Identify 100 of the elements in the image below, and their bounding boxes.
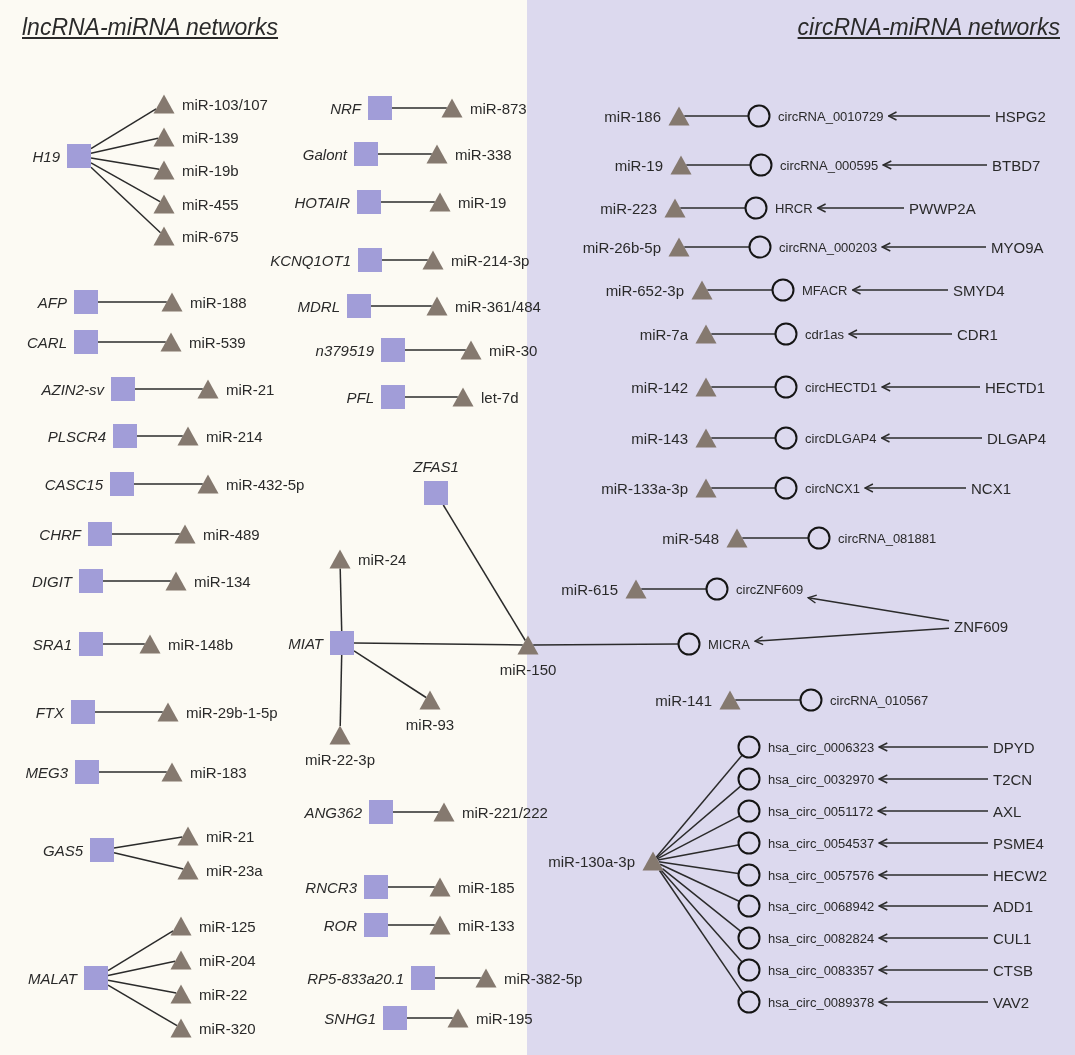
mirna-label: miR-652-3p (605, 281, 684, 299)
mirna-label: miR-361/484 (455, 297, 541, 315)
lncrna-label: RNCR3 (305, 878, 357, 896)
mirna-label: miR-139 (182, 128, 239, 146)
mirna-label: miR-23a (206, 861, 263, 879)
lncrna-label: HOTAIR (294, 193, 350, 211)
circrna-label: circHECTD1 (805, 378, 878, 396)
lncrna-label: ZFAS1 (413, 458, 459, 475)
connector-line (136, 435, 184, 437)
connector-line (94, 711, 164, 713)
gene-label: T2CN (993, 770, 1033, 788)
mirna-label: miR-338 (455, 145, 512, 163)
mirna-label: miR-130a-3p (548, 852, 635, 870)
connector-line (683, 246, 750, 248)
lncrna-label: KCNQ1OT1 (270, 251, 351, 269)
lncrna-label: ROR (323, 916, 357, 934)
mirna-label: miR-186 (604, 107, 661, 125)
mirna-label: miR-382-5p (504, 969, 583, 987)
gene-label: AXL (993, 802, 1022, 820)
circrna-label: circRNA_000203 (779, 238, 878, 256)
mirna-label: miR-214 (206, 427, 263, 445)
circrna-label: hsa_circ_0054537 (768, 834, 875, 852)
circrna-label: circZNF609 (736, 580, 804, 598)
arrow (880, 433, 983, 443)
lncrna-label: DIGIT (32, 572, 72, 590)
connector-line (659, 863, 740, 903)
lncrna-label: GAS5 (42, 841, 83, 859)
mirna-label: miR-7a (639, 325, 688, 343)
connector-line (741, 537, 809, 539)
arrow (878, 933, 989, 943)
connector-line (98, 771, 168, 773)
mirna-label: let-7d (481, 388, 519, 406)
connector-line (532, 643, 679, 646)
connector-line (113, 836, 183, 849)
mirna-label: miR-93 (405, 716, 455, 733)
gene-label: DPYD (993, 738, 1035, 756)
mirna-label: miR-19 (458, 193, 507, 211)
gene-label: HECW2 (993, 866, 1048, 884)
connector-line (442, 504, 527, 642)
mirna-label: miR-133a-3p (601, 479, 688, 497)
connector-line (353, 650, 427, 699)
circrna-label: hsa_circ_0083357 (768, 961, 875, 979)
connector-line (339, 567, 343, 632)
arrow (878, 838, 989, 848)
lncrna-label: SRA1 (32, 635, 72, 653)
mirna-label: miR-204 (199, 951, 256, 969)
arrow (881, 242, 987, 252)
mirna-label: miR-183 (190, 763, 247, 781)
connector-line (710, 333, 776, 335)
gene-label: DLGAP4 (987, 429, 1047, 447)
connector-line (113, 852, 185, 870)
mirna-label: miR-221/222 (462, 803, 548, 821)
gene-label: MYO9A (991, 238, 1044, 256)
arrow (851, 285, 949, 295)
gene-label: SMYD4 (953, 281, 1005, 299)
connector-line (406, 1017, 454, 1019)
connector-line (339, 654, 343, 727)
mirna-label: miR-134 (194, 572, 251, 590)
lncrna-label: FTX (35, 703, 64, 721)
circrna-label: circRNA_0010729 (778, 107, 884, 125)
connector-line (97, 301, 168, 303)
connector-line (107, 930, 174, 972)
mirna-label: miR-133 (458, 916, 515, 934)
connector-line (392, 811, 440, 813)
lncrna-label: AZIN2-sv (41, 380, 104, 398)
lncrna-label: PFL (346, 388, 374, 406)
connector-line (90, 166, 162, 234)
circrna-label: hsa_circ_0006323 (768, 738, 875, 756)
gene-label: HSPG2 (995, 107, 1046, 125)
arrow (848, 329, 953, 339)
connector-line (685, 164, 751, 166)
connector-line (90, 162, 161, 203)
lncrna-label: Galont (302, 145, 347, 163)
gene-label: CUL1 (993, 929, 1032, 947)
connector-line (657, 861, 739, 875)
mirna-label: miR-26b-5p (582, 238, 661, 256)
lncrna-label: H19 (32, 147, 60, 165)
mirna-label: miR-320 (199, 1019, 256, 1037)
gene-label: CTSB (993, 961, 1033, 979)
circrna-label: cdr1as (805, 325, 845, 343)
connector-line (710, 386, 776, 388)
connector-line (434, 977, 482, 979)
gene-label: BTBD7 (992, 156, 1041, 174)
mirna-label: miR-185 (458, 878, 515, 896)
mirna-label: miR-195 (476, 1009, 533, 1027)
arrow (878, 901, 989, 911)
mirna-label: miR-675 (182, 227, 239, 245)
lncrna-label: CARL (27, 333, 67, 351)
connector-line (381, 259, 429, 261)
connector-line (710, 487, 776, 489)
connector-line (387, 886, 436, 888)
gene-label: VAV2 (993, 993, 1030, 1011)
connector-line (111, 533, 181, 535)
mirna-label: miR-489 (203, 525, 260, 543)
lncrna-label: MDRL (297, 297, 340, 315)
connector-line (706, 289, 773, 291)
lncrna-label: PLSCR4 (47, 427, 106, 445)
gene-label: CDR1 (957, 325, 998, 343)
arrow (754, 627, 950, 646)
mirna-label: miR-150 (499, 661, 557, 678)
